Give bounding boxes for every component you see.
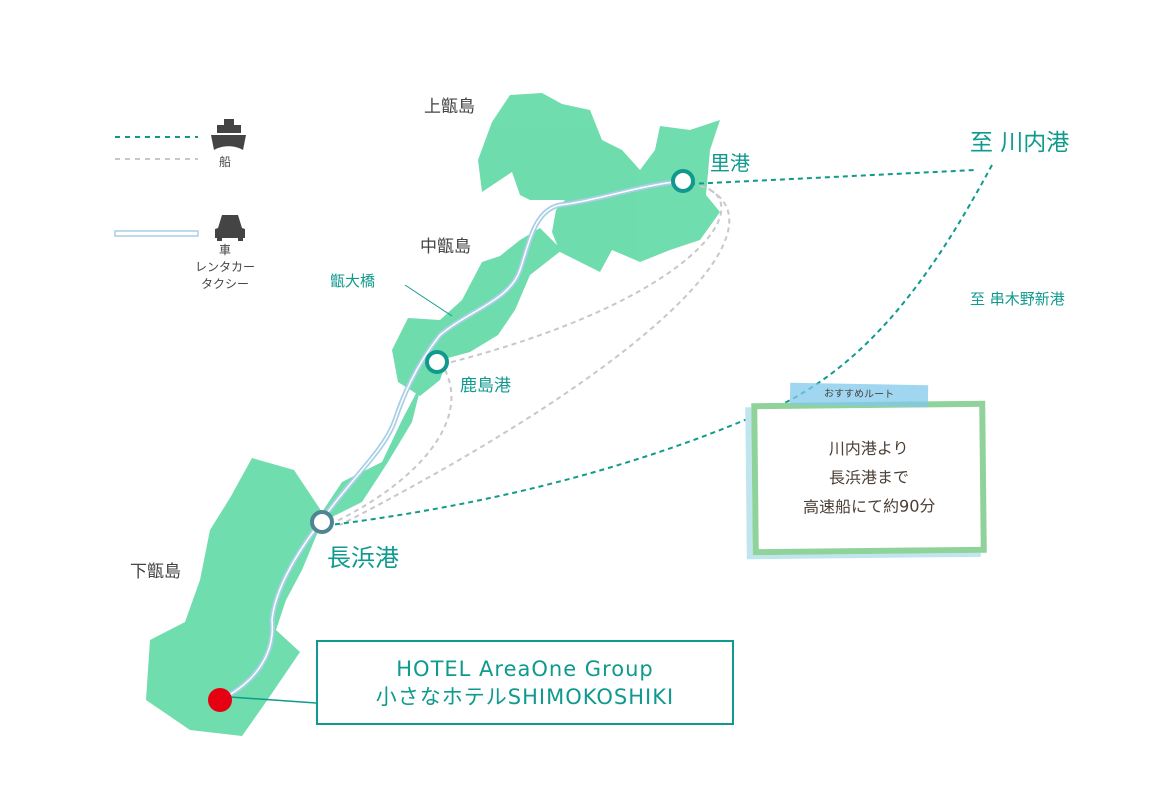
island-label-shimo: 下甑島 (130, 562, 181, 582)
legend-car-labels: 車 レンタカー タクシー (180, 242, 270, 293)
note-line-2: 長浜港まで (828, 467, 910, 488)
island-label-kami: 上甑島 (424, 97, 475, 117)
route-sendai-nagahama (329, 164, 993, 526)
island-kami-koshiki (478, 93, 720, 272)
port-label-nagahama[interactable]: 長浜港 (327, 544, 399, 572)
hotel-leader (229, 696, 317, 704)
note-tape-label: おすすめルート (789, 382, 929, 408)
hotel-name-line-1: HOTEL AreaOne Group (396, 657, 654, 681)
island-label-naka: 中甑島 (420, 237, 471, 257)
legend-rentacar-label: レンタカー (194, 260, 255, 274)
ship-icon (211, 119, 246, 150)
note-line-1: 川内港より (828, 438, 909, 459)
hotel-callout[interactable]: HOTEL AreaOne Group 小さなホテルSHIMOKOSHIKI (316, 640, 734, 725)
port-marker-nagahama[interactable] (310, 510, 334, 534)
route-sato-sendai (689, 169, 976, 185)
route-kashima-nagahama (334, 369, 453, 523)
port-marker-kashima[interactable] (425, 350, 449, 374)
route-sato-nagahama (339, 189, 731, 526)
recommended-route-note: 川内港より 長浜港まで 高速船にて約90分 (751, 400, 987, 556)
island-shimo-koshiki (146, 382, 422, 736)
destination-sendai: 至 川内港 (970, 130, 1070, 156)
destination-kushikino: 至 串木野新港 (970, 290, 1065, 308)
hotel-name-line-2: 小さなホテルSHIMOKOSHIKI (375, 685, 675, 709)
legend-car-line (114, 230, 199, 237)
port-label-sato[interactable]: 里港 (710, 151, 750, 175)
bridge-label: 甑大橋 (330, 272, 376, 290)
legend-taxi-label: タクシー (200, 277, 249, 291)
legend-car-label: 車 (218, 243, 231, 257)
port-marker-sato[interactable] (671, 169, 695, 193)
bridge-leader (404, 284, 453, 317)
road (218, 178, 684, 703)
hotel-marker[interactable] (208, 688, 232, 712)
legend-boat-label: 船 (218, 155, 231, 169)
note-line-3: 高速船にて約90分 (803, 496, 936, 517)
car-icon (215, 215, 245, 241)
port-label-kashima[interactable]: 鹿島港 (460, 376, 511, 396)
